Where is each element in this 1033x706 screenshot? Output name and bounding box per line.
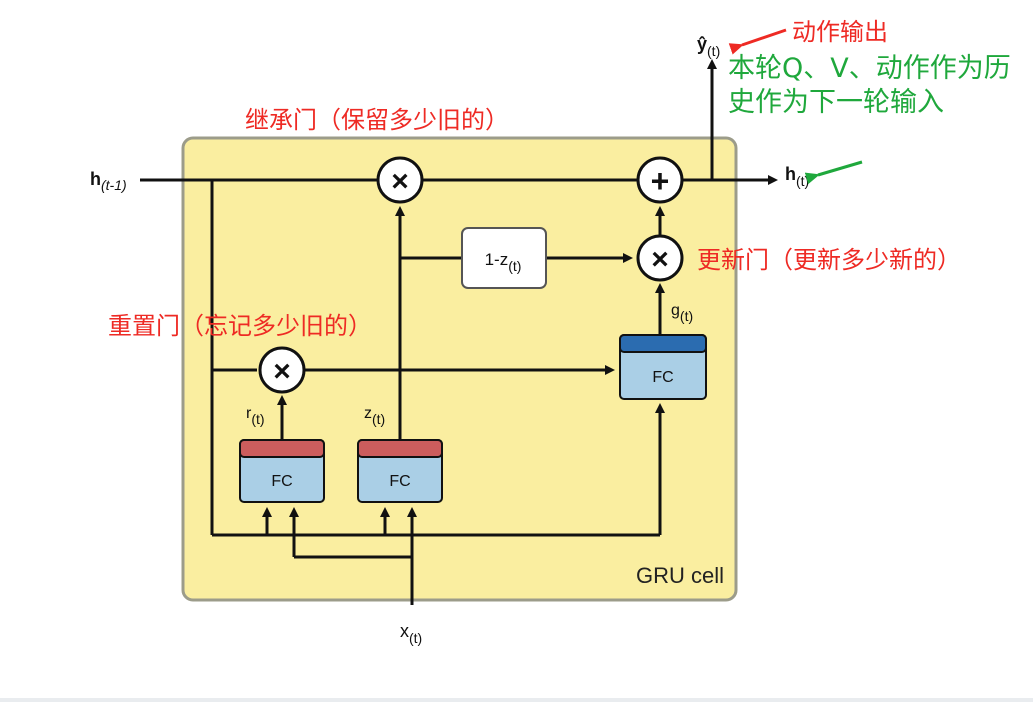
h-out-label: h — [785, 164, 796, 184]
g-subscript: (t) — [680, 308, 693, 324]
bottom-strip — [0, 698, 1033, 702]
svg-text:g(t): g(t) — [671, 302, 693, 324]
history-arrow — [804, 160, 863, 185]
svg-text:x(t): x(t) — [400, 621, 422, 646]
wires — [140, 59, 778, 605]
multiply-icon: × — [391, 165, 409, 198]
one-minus-z-subscript: (t) — [508, 258, 521, 274]
r-subscript: (t) — [251, 411, 264, 427]
fc-block-reset: FC — [239, 439, 325, 503]
gru-cell-label: GRU cell — [636, 563, 724, 588]
update-gate-annotation: 更新门（更新多少新的） — [697, 246, 961, 274]
add-operator: + — [636, 156, 684, 204]
history-annotation: 本轮Q、V、动作作为历史作为下一轮输入 — [728, 53, 1011, 118]
inherit-gate-annotation: 继承门（保留多少旧的） — [245, 106, 509, 134]
fc-label: FC — [652, 369, 673, 386]
svg-text:z(t): z(t) — [364, 405, 385, 427]
h-prev-label: h — [90, 169, 101, 189]
fc-label: FC — [271, 473, 292, 490]
z-subscript: (t) — [372, 411, 385, 427]
svg-text:ŷ(t): ŷ(t) — [697, 34, 720, 59]
multiply-icon: × — [273, 355, 291, 388]
multiply-icon: × — [651, 243, 669, 276]
g-label: g — [671, 302, 680, 319]
svg-text:1-z(t): 1-z(t) — [485, 250, 522, 274]
svg-text:h(t): h(t) — [785, 164, 809, 189]
h-prev-subscript: (t-1) — [101, 177, 127, 193]
reset-gate-annotation: 重置门（忘记多少旧的） — [108, 312, 372, 340]
action-output-arrow — [728, 28, 787, 55]
svg-text:h(t-1): h(t-1) — [90, 169, 127, 193]
fc-label: FC — [389, 473, 410, 490]
add-icon: + — [651, 163, 670, 199]
multiply-operator-reset: × — [258, 346, 306, 394]
h-out-subscript: (t) — [796, 173, 809, 189]
multiply-operator-top: × — [376, 156, 424, 204]
x-subscript: (t) — [409, 630, 422, 646]
y-hat-subscript: (t) — [707, 43, 720, 59]
fc-block-candidate: FC — [619, 334, 707, 400]
one-minus-z-block: 1-z(t) — [461, 227, 547, 289]
x-label: x — [400, 621, 409, 641]
svg-text:r(t): r(t) — [246, 405, 265, 427]
action-output-annotation: 动作输出 — [792, 18, 888, 46]
y-hat-label: ŷ — [697, 34, 707, 54]
fc-block-update: FC — [357, 439, 443, 503]
z-label: z — [364, 405, 372, 422]
multiply-operator-update: × — [636, 234, 684, 282]
r-label: r — [246, 405, 252, 422]
one-minus-z-label: 1-z — [485, 250, 509, 269]
